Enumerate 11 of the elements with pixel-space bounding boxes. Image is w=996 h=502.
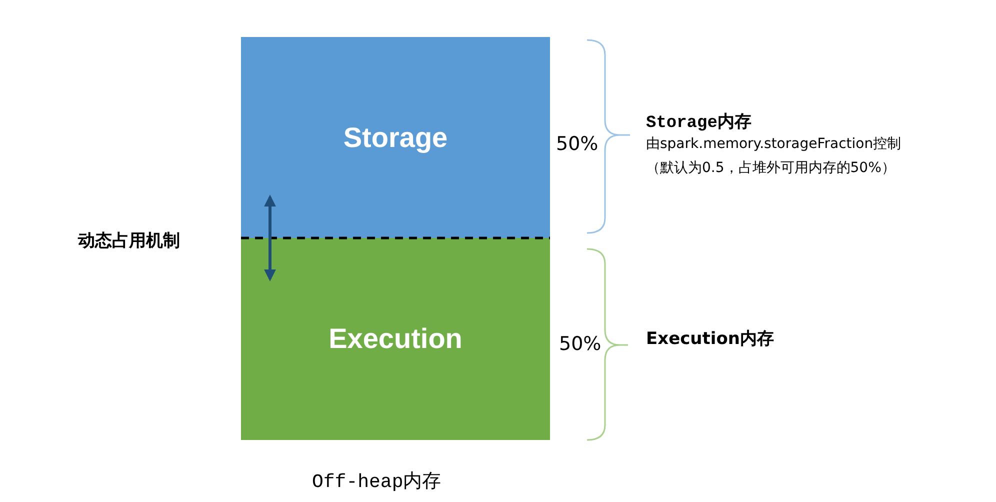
execution-block: Execution (241, 238, 550, 440)
description-text: 由spark.memory.storageFraction控制 (646, 135, 902, 153)
percentage-label: 50% (559, 333, 602, 355)
percentage-label: 50% (556, 133, 598, 155)
caption: Off-heap内存 (312, 470, 442, 494)
section-heading: Execution内存 (646, 328, 774, 350)
storage-block: Storage (241, 37, 550, 238)
description-text: （默认为0.5，占堆外可用内存的50%） (646, 159, 896, 177)
section-heading: Storage内存 (646, 112, 752, 133)
mechanism-label: 动态占用机制 (78, 230, 180, 252)
double-arrow (264, 194, 276, 282)
